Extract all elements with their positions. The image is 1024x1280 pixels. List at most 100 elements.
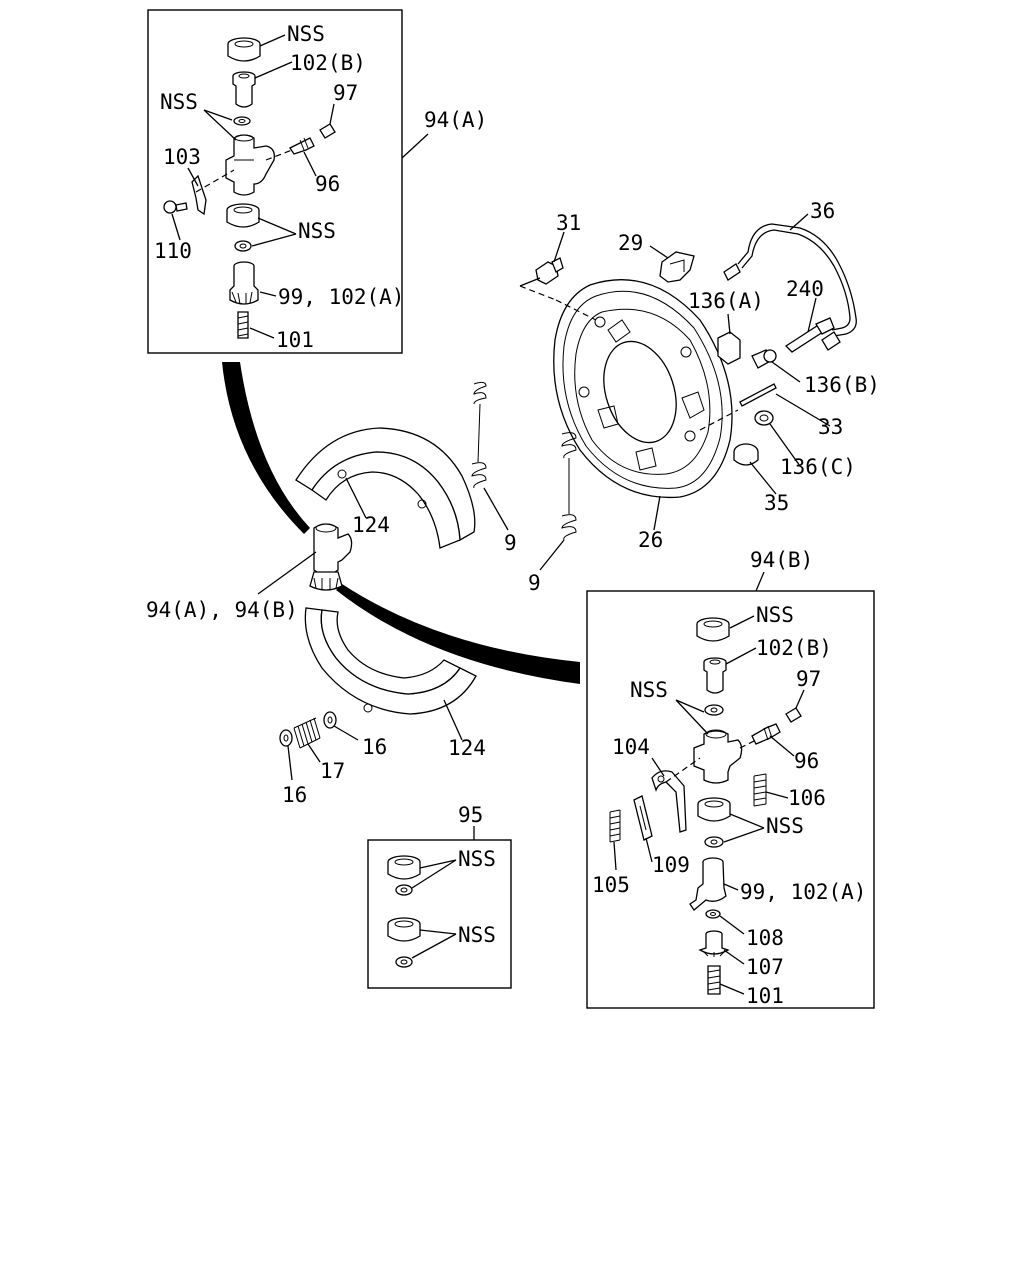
label-p36: 36 bbox=[810, 199, 835, 223]
part-wheel-cylinder-94ab bbox=[309, 523, 353, 591]
label-b-nss-top: NSS bbox=[756, 603, 794, 627]
label-p95: 95 bbox=[458, 803, 483, 827]
leaders-16-17 bbox=[287, 725, 359, 781]
part-kit-washer-1 bbox=[395, 884, 413, 896]
label-p16-b: 16 bbox=[282, 783, 307, 807]
leaders-box-95 bbox=[411, 859, 457, 959]
part-washer-108 bbox=[705, 909, 721, 919]
part-screw-101-a bbox=[237, 311, 249, 339]
box-94b bbox=[586, 590, 875, 1009]
part-adjuster-99-b bbox=[689, 857, 727, 911]
label-p16-a: 16 bbox=[362, 735, 387, 759]
part-washer-mid-b bbox=[704, 704, 724, 716]
label-p29: 29 bbox=[618, 231, 643, 255]
label-assy-94a: 94(A) bbox=[424, 108, 487, 132]
part-nss-cap-low-a bbox=[226, 203, 260, 228]
part-nss-cap-top-a bbox=[227, 37, 261, 62]
part-spring-9-lower bbox=[561, 432, 577, 541]
label-p17: 17 bbox=[320, 759, 345, 783]
part-piston-102b-a bbox=[232, 71, 256, 108]
part-washer-mid-a bbox=[233, 116, 251, 126]
part-washer-16-left bbox=[279, 729, 293, 747]
part-spring-9-upper bbox=[471, 381, 487, 489]
pointer-band-94a bbox=[222, 362, 310, 534]
label-a-103: 103 bbox=[163, 145, 201, 169]
label-a-nss-top: NSS bbox=[287, 22, 325, 46]
part-plate-109 bbox=[633, 795, 653, 841]
part-cap-97-b bbox=[785, 707, 802, 723]
pointer-band-94b bbox=[336, 584, 580, 684]
label-b-109: 109 bbox=[652, 853, 690, 877]
label-b-106: 106 bbox=[788, 786, 826, 810]
part-connector-136b bbox=[751, 349, 777, 369]
label-p136a: 136(A) bbox=[688, 289, 764, 313]
label-a-96: 96 bbox=[315, 172, 340, 196]
part-spring-106 bbox=[753, 773, 767, 807]
label-a-nss-low: NSS bbox=[298, 219, 336, 243]
label-p31: 31 bbox=[556, 211, 581, 235]
part-wheel-cylinder-b bbox=[693, 729, 743, 784]
part-clip-29 bbox=[659, 251, 695, 283]
part-kit-washer-2 bbox=[395, 956, 413, 968]
part-piston-102b-b bbox=[703, 657, 727, 694]
part-backing-plate-26 bbox=[553, 279, 733, 499]
label-k95-nss1: NSS bbox=[458, 847, 496, 871]
label-k95-nss2: NSS bbox=[458, 923, 496, 947]
leaders-box-94a bbox=[171, 34, 429, 339]
label-a-101: 101 bbox=[276, 328, 314, 352]
part-cap-97-a bbox=[319, 123, 336, 139]
part-spring-17 bbox=[293, 717, 321, 749]
label-a-110: 110 bbox=[154, 239, 192, 263]
leader-124-low bbox=[443, 699, 463, 741]
part-kit-cap-1 bbox=[387, 855, 421, 880]
leaders-backing-plate bbox=[519, 213, 831, 531]
label-b-99-102a: 99, 102(A) bbox=[740, 880, 866, 904]
part-screw-101-b bbox=[707, 965, 721, 995]
label-p26: 26 bbox=[638, 528, 663, 552]
label-b-nss-mid: NSS bbox=[630, 678, 668, 702]
box-94a bbox=[147, 9, 403, 354]
part-plug-35 bbox=[733, 443, 759, 466]
part-bleeder-96-a bbox=[289, 137, 315, 155]
part-washer-16-right bbox=[323, 711, 337, 729]
label-a-102b: 102(B) bbox=[290, 51, 366, 75]
part-spring-105 bbox=[609, 809, 621, 843]
part-screw-110 bbox=[163, 200, 188, 214]
part-wheel-cylinder-a bbox=[225, 134, 275, 196]
label-b-104: 104 bbox=[612, 735, 650, 759]
part-bleeder-96-b bbox=[751, 723, 781, 745]
label-a-97: 97 bbox=[333, 81, 358, 105]
part-brake-shoe-upper-124 bbox=[295, 427, 476, 549]
label-p9-a: 9 bbox=[504, 531, 517, 555]
label-p136b: 136(B) bbox=[804, 373, 880, 397]
part-nss-cap-top-b bbox=[696, 617, 730, 642]
label-b-108: 108 bbox=[746, 926, 784, 950]
leaders-box-94b bbox=[613, 615, 805, 995]
label-p9-b: 9 bbox=[528, 571, 541, 595]
part-screw-107 bbox=[698, 930, 730, 957]
part-brake-shoe-lower-124 bbox=[304, 607, 477, 715]
label-b-102b: 102(B) bbox=[756, 636, 832, 660]
label-b-97: 97 bbox=[796, 667, 821, 691]
label-p94ab: 94(A), 94(B) bbox=[146, 598, 298, 622]
part-washer-low-a bbox=[234, 240, 252, 252]
leader-94b bbox=[755, 571, 765, 592]
label-p124-low: 124 bbox=[448, 736, 486, 760]
part-lever-104 bbox=[651, 770, 687, 833]
label-b-101: 101 bbox=[746, 984, 784, 1008]
leader-124-top bbox=[345, 477, 367, 519]
label-p124-top: 124 bbox=[352, 513, 390, 537]
part-bolt-31 bbox=[535, 257, 564, 285]
label-b-107: 107 bbox=[746, 955, 784, 979]
label-assy-94b: 94(B) bbox=[750, 548, 813, 572]
part-kit-cap-2 bbox=[387, 917, 421, 942]
part-adjuster-99-a bbox=[229, 261, 259, 305]
label-p35: 35 bbox=[764, 491, 789, 515]
part-brake-pipe-36 bbox=[723, 223, 857, 351]
label-b-nss-low: NSS bbox=[766, 814, 804, 838]
label-b-96: 96 bbox=[794, 749, 819, 773]
part-washer-low-b bbox=[704, 836, 724, 848]
part-nss-cap-low-b bbox=[697, 797, 731, 822]
leader-94ab bbox=[257, 551, 317, 595]
